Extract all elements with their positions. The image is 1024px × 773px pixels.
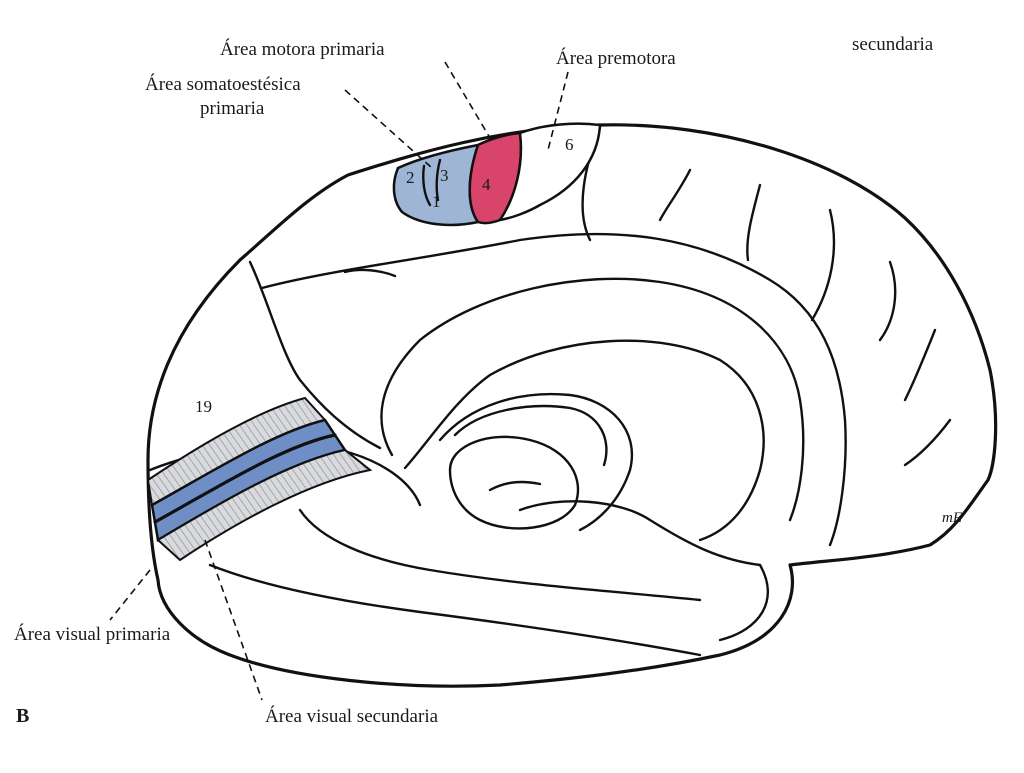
leader-premotor [547,71,569,151]
leader-visual-secondary [204,539,263,701]
label-visual-primary: Área visual primaria [14,623,171,645]
frontal-sulcus-4 [810,208,836,322]
leader-somato [344,89,433,169]
label-somato-line2: primaria [200,98,265,119]
parietal-sulcus [248,260,382,450]
label-secondary-top: secundaria [852,34,934,55]
frontal-sulcus-5 [878,260,897,342]
thalamus [448,435,580,530]
label-motor-primary: Área motora primaria [220,38,385,60]
frontal-sulcus-7 [903,418,952,467]
leader-motor [444,61,491,139]
brainstem [518,500,770,642]
corpus-callosum-outer [403,339,765,542]
cingulate-sulcus [260,232,847,547]
area-number-6: 6 [565,135,574,154]
area-number-1: 1 [432,192,441,211]
frontal-sulcus-3 [746,183,762,262]
area-number-2: 2 [406,168,415,187]
frontal-sulcus-6 [903,328,937,402]
fornix [453,404,608,467]
label-premotor: Área premotora [556,47,676,69]
leader-visual-primary [109,569,151,621]
corpus-callosum-inner [438,392,634,532]
cerebellum-line [298,508,702,602]
somato-inner-line-1 [422,164,432,207]
visual-secondary-band-bottom [156,448,373,562]
label-visual-secondary: Área visual secundaria [265,705,439,727]
signature: mE [942,510,962,526]
figure-letter: B [16,705,29,727]
somato-inner-line-2 [435,158,442,202]
premotor-area [497,122,602,222]
brain-outline [146,123,998,688]
area-number-4: 4 [482,175,491,194]
calcarine-line [153,433,337,524]
cingulate-inner [380,277,805,522]
frontal-sulcus-2 [658,168,692,222]
frontal-sulcus-8 [343,268,397,278]
label-somato-line1: Área somatoestésica [145,73,301,95]
area-number-19: 19 [195,397,212,416]
temporal-line [208,563,702,657]
area-number-3: 3 [440,166,449,185]
midbrain-line [488,480,542,492]
